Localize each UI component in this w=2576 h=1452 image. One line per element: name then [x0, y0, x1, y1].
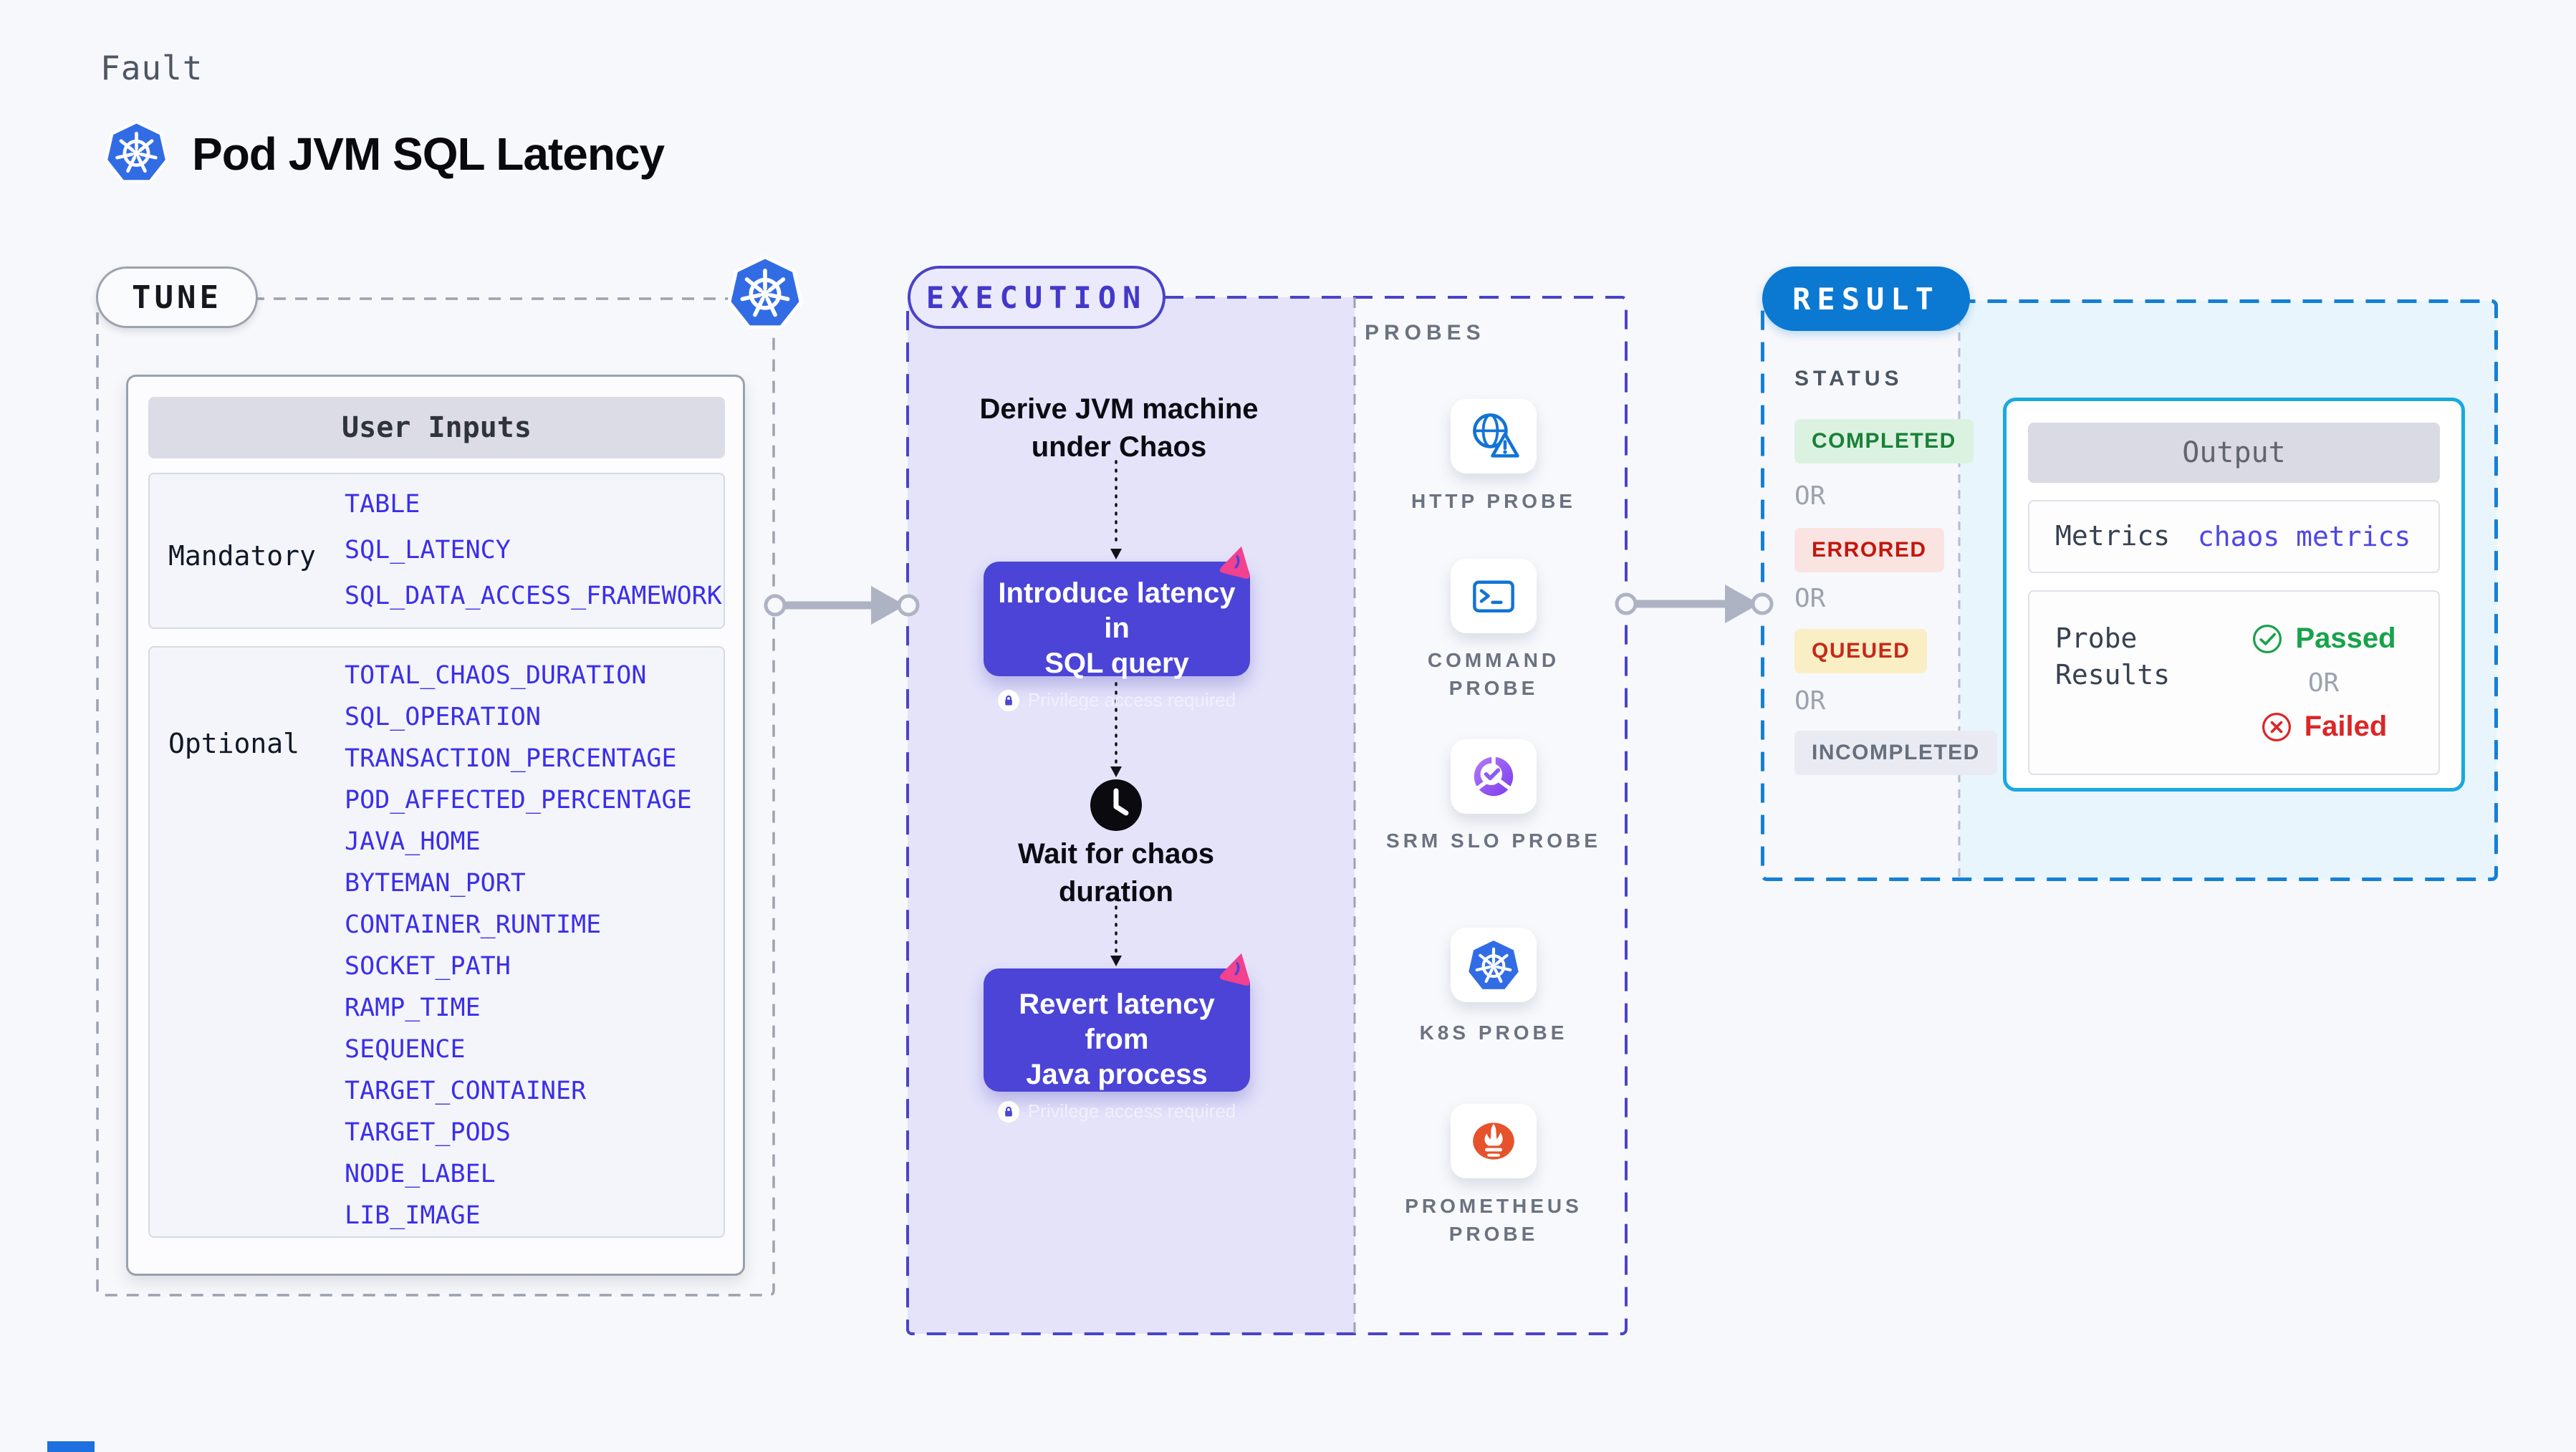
input-item: SQL_DATA_ACCESS_FRAMEWORK — [345, 582, 722, 610]
introduce-latency-button[interactable]: Introduce latency in SQL query Privilege… — [984, 562, 1250, 711]
passed-result: Passed — [2251, 622, 2396, 655]
probe-card-http — [1451, 399, 1537, 473]
or-label: OR — [2307, 668, 2340, 698]
tune-dashed-border — [96, 297, 775, 1297]
input-item: SQL_OPERATION — [345, 703, 541, 731]
mandatory-items: TABLE SQL_LATENCY SQL_DATA_ACCESS_FRAMEW… — [345, 481, 722, 619]
page-title: Pod JVM SQL Latency — [192, 128, 665, 180]
optional-label: Optional — [168, 728, 300, 759]
user-inputs-title: User Inputs — [148, 397, 725, 458]
terminal-icon — [1467, 569, 1520, 622]
status-badge: INCOMPLETED — [1794, 731, 1997, 775]
output-title: Output — [2028, 423, 2440, 483]
tune-badge: TUNE — [96, 266, 258, 328]
input-item: TOTAL_CHAOS_DURATION — [345, 661, 647, 690]
privilege-note: Privilege access required — [1027, 689, 1236, 711]
input-item: SEQUENCE — [345, 1035, 466, 1064]
globe-alert-icon — [1466, 409, 1521, 463]
privilege-note: Privilege access required — [1027, 1100, 1236, 1122]
probe-card-command — [1451, 559, 1537, 633]
metrics-row: Metrics chaos metrics — [2028, 500, 2440, 573]
probes-heading: PROBES — [1365, 321, 1486, 345]
status-badge: COMPLETED — [1794, 419, 1974, 463]
status-heading: STATUS — [1794, 367, 1903, 390]
failed-result: Failed — [2260, 711, 2388, 744]
probe-results-label: Probe Results — [2055, 622, 2171, 691]
input-item: JAVA_HOME — [345, 827, 481, 856]
user-inputs-card: User Inputs Mandatory TABLE SQL_LATENCY … — [126, 375, 745, 1276]
input-item: POD_AFFECTED_PERCENTAGE — [345, 786, 692, 814]
probes-dashed-divider — [1353, 297, 1356, 1334]
passed-label: Passed — [2295, 622, 2396, 654]
input-item: RAMP_TIME — [345, 994, 481, 1022]
output-box: Output Metrics chaos metrics Probe Resul… — [2003, 398, 2465, 792]
result-dashed-border — [1761, 299, 2498, 881]
metrics-label: Metrics — [2055, 520, 2171, 552]
input-item: TARGET_CONTAINER — [345, 1077, 587, 1105]
execution-dashed-border — [906, 296, 1628, 1335]
input-item: SQL_LATENCY — [345, 536, 511, 564]
prometheus-icon — [1465, 1112, 1522, 1170]
x-circle-icon — [2260, 711, 2293, 744]
probe-results-row: Probe Results Passed OR Failed — [2028, 590, 2440, 775]
or-label: OR — [1794, 481, 1826, 511]
tune-to-execution-arrow — [764, 586, 920, 625]
check-circle-icon — [2251, 622, 2284, 655]
derive-jvm-step-text: Derive JVM machine under Chaos — [979, 393, 1259, 463]
probe-label: PROMETHEUS PROBE — [1405, 1195, 1582, 1246]
status-badge: ERRORED — [1794, 528, 1944, 572]
kubernetes-icon — [1464, 936, 1523, 994]
probe-card-k8s — [1451, 928, 1537, 1002]
metrics-value: chaos metrics — [2197, 521, 2411, 552]
step-button-label: Revert latency from Java process — [1019, 989, 1215, 1090]
kubernetes-icon — [102, 117, 170, 187]
lock-icon — [997, 689, 1019, 711]
result-dashed-divider — [1958, 301, 1961, 880]
dotted-arrow — [1110, 460, 1122, 559]
probe-card-prometheus — [1451, 1104, 1537, 1178]
revert-latency-button[interactable]: Revert latency from Java process Privile… — [984, 968, 1250, 1122]
failed-label: Failed — [2304, 711, 2388, 742]
or-label: OR — [1794, 686, 1826, 716]
fault-kind-label: Fault — [100, 49, 203, 87]
input-item: BYTEMAN_PORT — [345, 869, 526, 898]
input-item: TRANSACTION_PERCENTAGE — [345, 744, 677, 773]
kubernetes-icon — [725, 251, 805, 334]
lock-icon — [997, 1100, 1019, 1122]
input-item: CONTAINER_RUNTIME — [345, 910, 602, 939]
wait-step-text: Wait for chaos duration — [1017, 838, 1215, 908]
probe-label: K8S PROBE — [1419, 1021, 1568, 1044]
input-item: NODE_LABEL — [345, 1160, 496, 1188]
clock-icon — [1090, 779, 1142, 831]
or-label: OR — [1794, 584, 1826, 613]
optional-items: TOTAL_CHAOS_DURATION SQL_OPERATION TRANS… — [345, 655, 719, 1236]
mandatory-row: Mandatory TABLE SQL_LATENCY SQL_DATA_ACC… — [148, 473, 725, 629]
input-item: SOCKET_PATH — [345, 952, 511, 981]
step-button-label: Introduce latency in SQL query — [998, 577, 1236, 679]
input-item: TARGET_PODS — [345, 1118, 511, 1147]
dotted-arrow — [1110, 682, 1122, 777]
execution-to-result-arrow — [1615, 585, 1774, 623]
optional-row: Optional TOTAL_CHAOS_DURATION SQL_OPERAT… — [148, 646, 725, 1238]
slo-gauge-icon — [1465, 748, 1522, 805]
result-badge: RESULT — [1762, 266, 1970, 331]
bottom-edge-accent — [47, 1441, 95, 1452]
probe-label: SRM SLO PROBE — [1386, 830, 1601, 852]
execution-badge: EXECUTION — [908, 266, 1166, 329]
input-item: TABLE — [345, 490, 420, 519]
dotted-arrow — [1110, 897, 1122, 966]
probe-label: HTTP PROBE — [1411, 490, 1576, 512]
mandatory-label: Mandatory — [168, 540, 316, 572]
status-badge: QUEUED — [1794, 629, 1928, 673]
input-item: LIB_IMAGE — [345, 1201, 481, 1230]
probe-card-srm-slo — [1451, 739, 1537, 814]
probe-label: COMMAND PROBE — [1427, 649, 1560, 700]
